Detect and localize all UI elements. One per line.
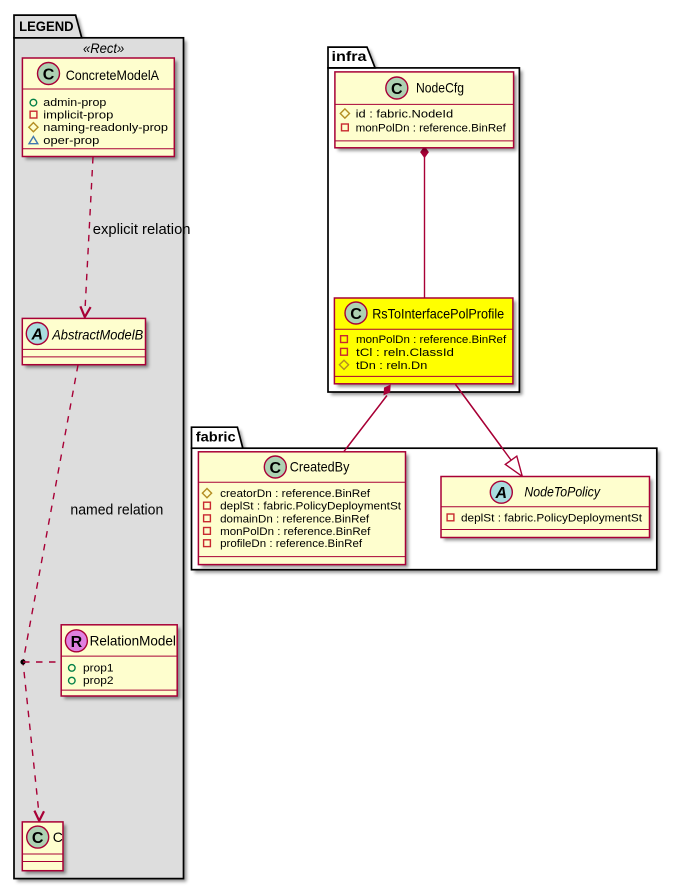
svg-text:infra: infra [332, 48, 367, 64]
svg-text:RsToInterfacePolProfile: RsToInterfacePolProfile [372, 306, 504, 322]
svg-text:admin-prop: admin-prop [43, 97, 106, 109]
svg-text:NodeCfg: NodeCfg [416, 80, 464, 96]
svg-text:prop1: prop1 [83, 662, 114, 674]
svg-text:A: A [495, 485, 508, 502]
svg-text:A: A [31, 327, 44, 344]
svg-text:prop2: prop2 [83, 675, 114, 687]
svg-text:«Rect»: «Rect» [83, 40, 124, 56]
svg-text:C: C [350, 306, 362, 323]
svg-text:RelationModel: RelationModel [90, 632, 176, 648]
svg-text:naming-readonly-prop: naming-readonly-prop [43, 122, 168, 134]
svg-text:fabric: fabric [196, 429, 236, 445]
svg-text:monPolDn : reference.BinRef: monPolDn : reference.BinRef [356, 122, 507, 134]
svg-text:profileDn : reference.BinRef: profileDn : reference.BinRef [220, 538, 363, 550]
svg-text:C: C [53, 829, 63, 845]
svg-text:tDn : reln.Dn: tDn : reln.Dn [356, 360, 427, 372]
svg-text:monPolDn : reference.BinRef: monPolDn : reference.BinRef [356, 334, 507, 346]
svg-text:ConcreteModelA: ConcreteModelA [66, 67, 160, 83]
svg-text:tCl : reln.ClassId: tCl : reln.ClassId [356, 347, 454, 359]
svg-text:domainDn : reference.BinRef: domainDn : reference.BinRef [220, 513, 370, 525]
svg-text:oper-prop: oper-prop [43, 135, 99, 147]
svg-text:C: C [391, 81, 403, 98]
svg-text:C: C [43, 67, 55, 84]
svg-text:NodeToPolicy: NodeToPolicy [524, 484, 600, 500]
svg-text:LEGEND: LEGEND [19, 18, 74, 34]
svg-text:C: C [32, 830, 44, 847]
svg-text:creatorDn : reference.BinRef: creatorDn : reference.BinRef [220, 488, 371, 500]
svg-text:id : fabric.NodeId: id : fabric.NodeId [356, 108, 454, 120]
svg-text:C: C [270, 460, 282, 477]
svg-text:CreatedBy: CreatedBy [290, 459, 350, 475]
svg-text:deplSt : fabric.PolicyDeployme: deplSt : fabric.PolicyDeploymentSt [220, 501, 401, 513]
svg-text:deplSt : fabric.PolicyDeployme: deplSt : fabric.PolicyDeploymentSt [461, 512, 642, 524]
svg-text:monPolDn : reference.BinRef: monPolDn : reference.BinRef [220, 526, 371, 538]
svg-text:named relation: named relation [70, 501, 163, 518]
svg-text:AbstractModelB: AbstractModelB [51, 327, 143, 343]
svg-text:R: R [71, 634, 83, 651]
svg-text:explicit relation: explicit relation [93, 221, 191, 238]
svg-text:implicit-prop: implicit-prop [43, 110, 113, 122]
